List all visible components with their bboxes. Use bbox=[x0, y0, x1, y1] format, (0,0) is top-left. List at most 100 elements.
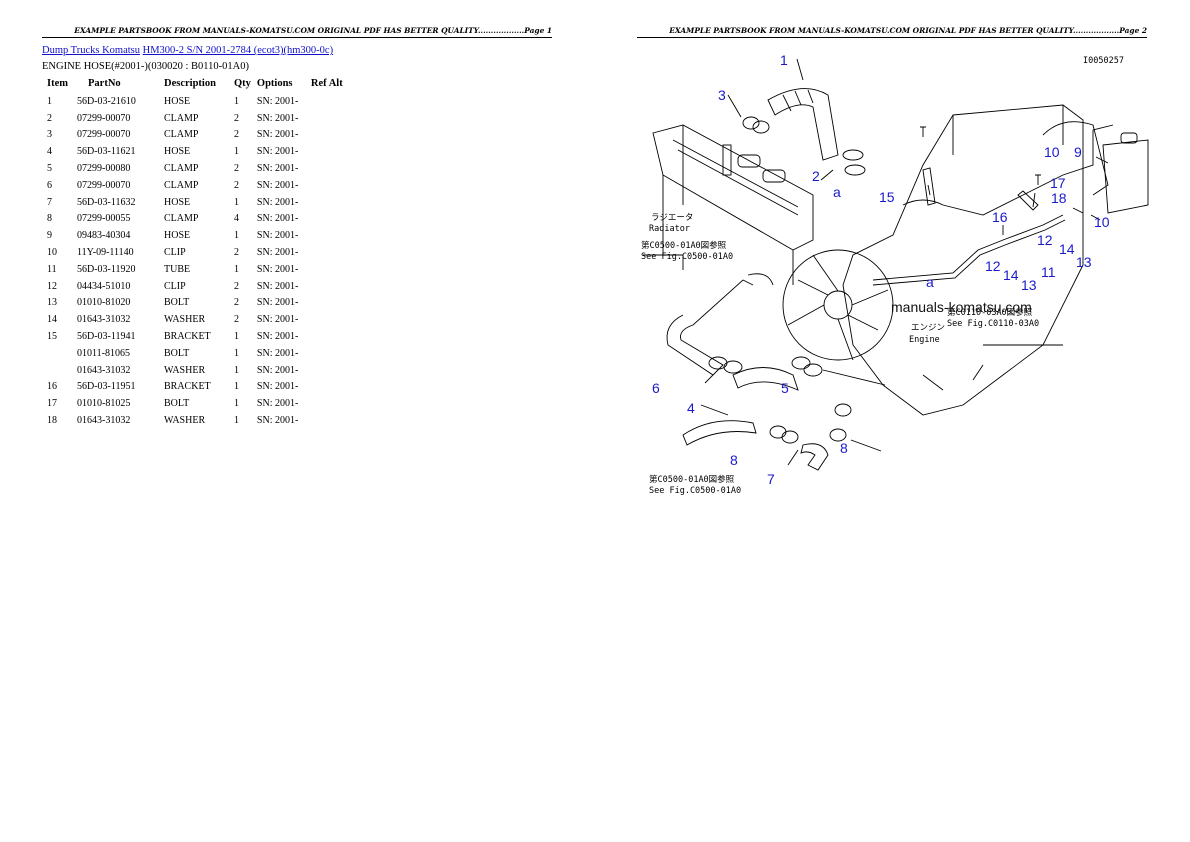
cell-description: BOLT bbox=[164, 347, 190, 359]
letter-a-upper: a bbox=[833, 184, 841, 200]
cell-options: SN: 2001- bbox=[256, 95, 299, 107]
callout-12-left: 12 bbox=[985, 258, 1001, 274]
cell-qty: 1 bbox=[234, 347, 239, 359]
cell-options: SN: 2001- bbox=[256, 196, 299, 208]
ref3-label-en: See Fig.C0110-03A0 bbox=[947, 319, 1039, 329]
cell-ref-alt bbox=[308, 278, 346, 295]
cell-qty: 1 bbox=[234, 415, 239, 427]
cell-qty: 1 bbox=[234, 398, 239, 410]
callout-8-right: 8 bbox=[840, 440, 848, 456]
cell-qty: 2 bbox=[234, 280, 239, 292]
cell-partno: 07299-00080 bbox=[77, 163, 131, 175]
cell-item: 2 bbox=[47, 112, 52, 124]
column-header-qty: Qty bbox=[234, 78, 251, 89]
hose-4-drawing bbox=[666, 273, 799, 446]
cell-partno: 07299-00070 bbox=[77, 129, 131, 141]
cell-ref-alt bbox=[308, 328, 346, 345]
cell-options: SN: 2001- bbox=[256, 146, 299, 158]
tube-11-drawing bbox=[872, 214, 1066, 286]
callout-15: 15 bbox=[879, 189, 895, 205]
cell-ref-alt bbox=[308, 93, 346, 110]
page-2: EXAMPLE PARTSBOOK FROM MANUALS-KOMATSU.C… bbox=[595, 0, 1190, 842]
cell-qty: 1 bbox=[234, 146, 239, 158]
callout-10-right: 10 bbox=[1094, 214, 1110, 230]
callout-6: 6 bbox=[652, 380, 660, 396]
cell-item: 15 bbox=[47, 331, 57, 343]
column-header-description: Description bbox=[164, 78, 216, 89]
cell-description: HOSE bbox=[164, 95, 191, 107]
cell-item: 12 bbox=[47, 280, 57, 292]
callout-18: 18 bbox=[1051, 190, 1067, 206]
cell-description: TUBE bbox=[164, 263, 191, 275]
cell-description: WASHER bbox=[164, 364, 206, 376]
cell-item: 11 bbox=[47, 263, 57, 275]
cell-ref-alt bbox=[308, 244, 346, 261]
cell-qty: 1 bbox=[234, 364, 239, 376]
cell-ref-alt bbox=[308, 194, 346, 211]
cell-options: SN: 2001- bbox=[256, 381, 299, 393]
cell-item bbox=[44, 345, 74, 362]
breadcrumb-link-dump-trucks[interactable]: Dump Trucks Komatsu bbox=[42, 45, 141, 56]
cell-item: 18 bbox=[47, 415, 57, 427]
cell-options: SN: 2001- bbox=[256, 163, 299, 175]
cell-ref-alt bbox=[308, 311, 346, 328]
cell-options: SN: 2001- bbox=[256, 129, 299, 141]
cell-qty: 2 bbox=[234, 163, 239, 175]
cell-ref-alt bbox=[308, 295, 346, 312]
cell-options: SN: 2001- bbox=[256, 347, 299, 359]
cell-options: SN: 2001- bbox=[256, 230, 299, 242]
cell-description: BRACKET bbox=[164, 381, 211, 393]
cell-options: SN: 2001- bbox=[256, 364, 299, 376]
cell-qty: 1 bbox=[234, 331, 239, 343]
column-header-ref-alt: Ref Alt bbox=[310, 78, 343, 89]
cell-partno: 04434-51010 bbox=[77, 280, 131, 292]
callout-10-top: 10 bbox=[1044, 144, 1060, 160]
cell-item: 3 bbox=[47, 129, 52, 141]
breadcrumb-link-model[interactable]: HM300-2 S/N 2001-2784 (ecot3)(hm300-0c) bbox=[142, 45, 334, 56]
letter-a-lower: a bbox=[926, 274, 934, 290]
cell-partno: 01643-31032 bbox=[77, 415, 131, 427]
cell-qty: 1 bbox=[234, 196, 239, 208]
cell-ref-alt bbox=[308, 362, 346, 379]
cell-options: SN: 2001- bbox=[256, 179, 299, 191]
cell-qty: 2 bbox=[234, 314, 239, 326]
callout-13-left: 13 bbox=[1021, 277, 1037, 293]
cell-ref-alt bbox=[308, 412, 346, 429]
page-2-header: EXAMPLE PARTSBOOK FROM MANUALS-KOMATSU.C… bbox=[637, 25, 1147, 38]
callout-3: 3 bbox=[718, 87, 726, 103]
cell-item: 4 bbox=[47, 146, 52, 158]
callout-16: 16 bbox=[992, 209, 1008, 225]
cell-qty: 2 bbox=[234, 112, 239, 124]
cell-description: CLIP bbox=[164, 247, 186, 259]
cell-partno: 11Y-09-11140 bbox=[77, 247, 134, 259]
cell-ref-alt bbox=[308, 177, 346, 194]
cell-qty: 4 bbox=[234, 213, 239, 225]
engine-label-en: Engine bbox=[909, 335, 940, 345]
callout-11: 11 bbox=[1041, 264, 1056, 280]
fan-drawing bbox=[782, 249, 894, 361]
cell-ref-alt bbox=[308, 110, 346, 127]
cell-description: CLAMP bbox=[164, 129, 199, 141]
cell-ref-alt bbox=[308, 395, 346, 412]
watermark-text: manuals-komatsu.com bbox=[891, 299, 1032, 315]
table-header-row: Item PartNo Description Qty Options Ref … bbox=[44, 75, 346, 93]
cell-options: SN: 2001- bbox=[256, 398, 299, 410]
drawing-code: I0050257 bbox=[1083, 56, 1124, 66]
cell-description: HOSE bbox=[164, 196, 191, 208]
callout-12-right: 12 bbox=[1037, 232, 1053, 248]
cell-options: SN: 2001- bbox=[256, 263, 299, 275]
cell-partno: 01011-81065 bbox=[77, 347, 130, 359]
cell-item: 10 bbox=[47, 247, 57, 259]
cell-options: SN: 2001- bbox=[256, 247, 299, 259]
column-header-item: Item bbox=[47, 78, 68, 89]
cell-partno: 56D-03-21610 bbox=[77, 95, 136, 107]
